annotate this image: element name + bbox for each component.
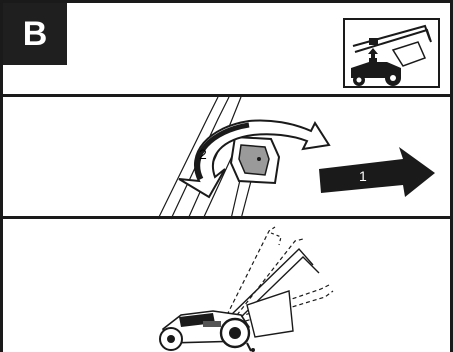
pull-arrow-icon xyxy=(319,147,435,197)
rotate-arrow-label: 2 xyxy=(199,146,207,162)
lever-illustration: 2 1 xyxy=(3,97,450,219)
mower-mode-icon xyxy=(343,18,440,88)
folded-mower-illustration xyxy=(3,219,450,352)
step-header-panel: B xyxy=(0,0,453,97)
step-label: B xyxy=(23,15,48,54)
pull-arrow-label: 1 xyxy=(359,168,367,184)
step-badge: B xyxy=(3,3,67,65)
lever-panel: 2 1 xyxy=(0,97,453,219)
fold-panel xyxy=(0,219,453,352)
